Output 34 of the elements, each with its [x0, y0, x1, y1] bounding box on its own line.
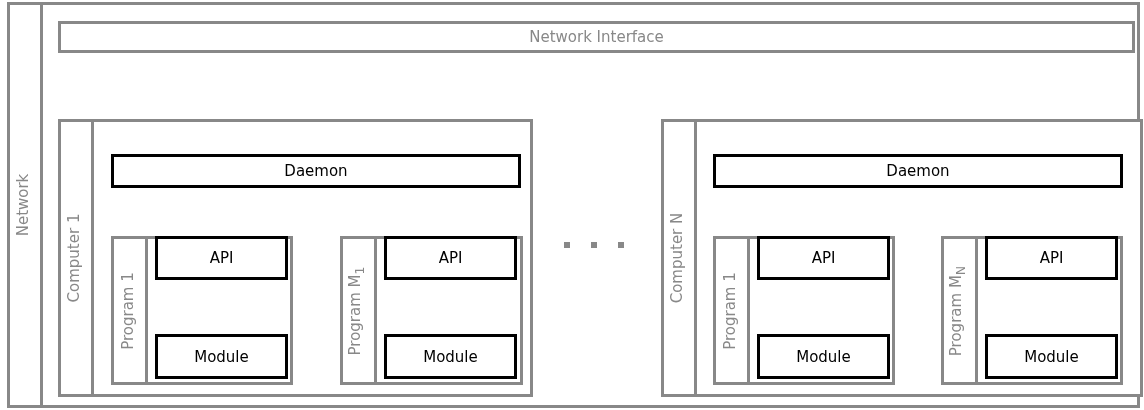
box-label: Module: [1024, 348, 1079, 365]
api-box: [384, 236, 517, 280]
computer-box: [661, 119, 1143, 397]
box-label: Module: [423, 348, 478, 365]
daemon-box: [111, 154, 521, 188]
module-box: [384, 334, 517, 379]
module-box: [757, 334, 890, 379]
program-box: [941, 236, 1123, 385]
interface-bar: [58, 21, 1135, 53]
program-box: [340, 236, 523, 385]
program-box: [713, 236, 895, 385]
box-label: Daemon: [886, 162, 950, 180]
daemon-box: [713, 154, 1123, 188]
container-label: Program 1: [119, 271, 136, 350]
computer-box: [58, 119, 533, 397]
module-box: [155, 334, 288, 379]
box-label: API: [811, 249, 836, 267]
container-label: Program 1: [721, 271, 738, 350]
box-label: Module: [796, 348, 851, 365]
box-label: Module: [194, 348, 249, 365]
box-label: Network Interface: [529, 28, 664, 46]
box-label: API: [438, 249, 463, 267]
container-label: Computer N: [668, 212, 686, 304]
box-label: API: [209, 249, 234, 267]
api-box: [155, 236, 288, 280]
box-label: API: [1039, 249, 1064, 267]
api-box: [985, 236, 1118, 280]
module-box: [985, 334, 1118, 379]
network-container: [7, 2, 1140, 408]
api-box: [757, 236, 890, 280]
container-label: Network: [14, 173, 32, 237]
container-label: Computer 1: [65, 213, 83, 303]
program-box: [111, 236, 293, 385]
box-label: Daemon: [284, 162, 348, 180]
